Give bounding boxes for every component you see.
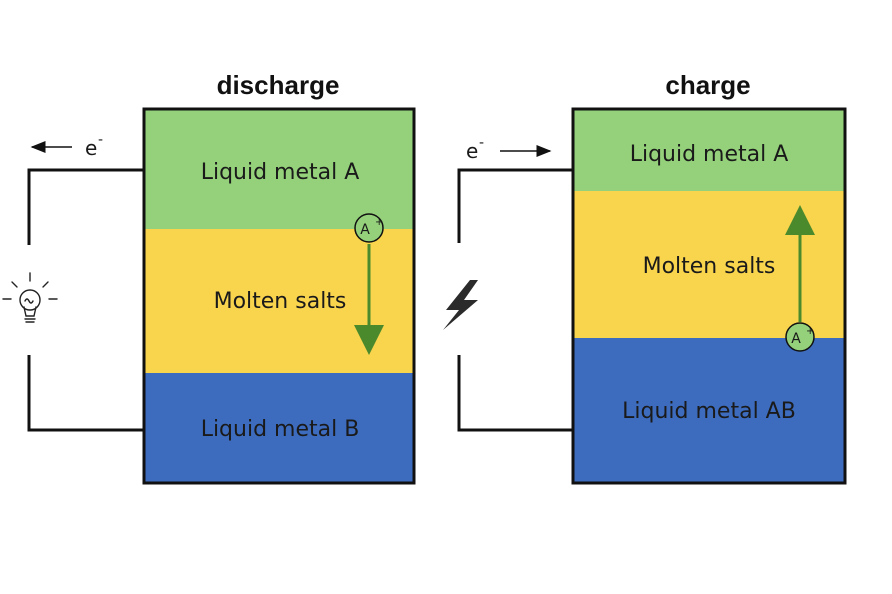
discharge-ion-sup: + (375, 217, 383, 228)
discharge-layer-bottom (144, 373, 414, 483)
charge-electron-flow: e - (466, 135, 552, 163)
charge-electron-sup: - (479, 135, 484, 151)
charge-ion-sup: + (806, 326, 814, 337)
discharge-cell-border (142, 107, 416, 485)
charge-electron-label: e (466, 139, 478, 163)
lightbulb-icon (2, 272, 58, 323)
discharge-bottom-label: Liquid metal B (201, 417, 360, 442)
charge-panel: charge Liquid metal A Molten salts Liqui… (443, 70, 847, 485)
charge-bottom-label: Liquid metal AB (622, 399, 796, 424)
discharge-middle-label: Molten salts (214, 289, 347, 314)
discharge-panel: discharge Liquid metal A Molten salts Li… (2, 70, 416, 485)
charge-middle-label: Molten salts (643, 254, 776, 279)
discharge-ion: A + (354, 213, 384, 243)
charge-ion: A + (785, 322, 815, 352)
charge-layer-top (573, 109, 845, 191)
charge-cell-border (571, 107, 847, 485)
discharge-top-label: Liquid metal A (201, 160, 360, 185)
discharge-electron-sup: - (98, 132, 103, 148)
charge-title: charge (665, 70, 750, 100)
discharge-circuit (27, 168, 144, 432)
discharge-electron-flow: e - (30, 132, 103, 160)
charge-layer-bottom (573, 338, 845, 483)
charge-circuit (457, 168, 573, 432)
charge-top-label: Liquid metal A (630, 142, 789, 167)
charge-ion-label: A (791, 331, 801, 347)
charge-cell: Liquid metal A Molten salts Liquid metal… (571, 107, 847, 485)
discharge-electron-label: e (85, 136, 97, 160)
discharge-title: discharge (217, 70, 340, 100)
discharge-ion-label: A (360, 222, 370, 238)
lightning-bolt-icon (443, 280, 478, 330)
discharge-layer-top (144, 109, 414, 229)
discharge-cell: Liquid metal A Molten salts Liquid metal… (142, 107, 416, 485)
